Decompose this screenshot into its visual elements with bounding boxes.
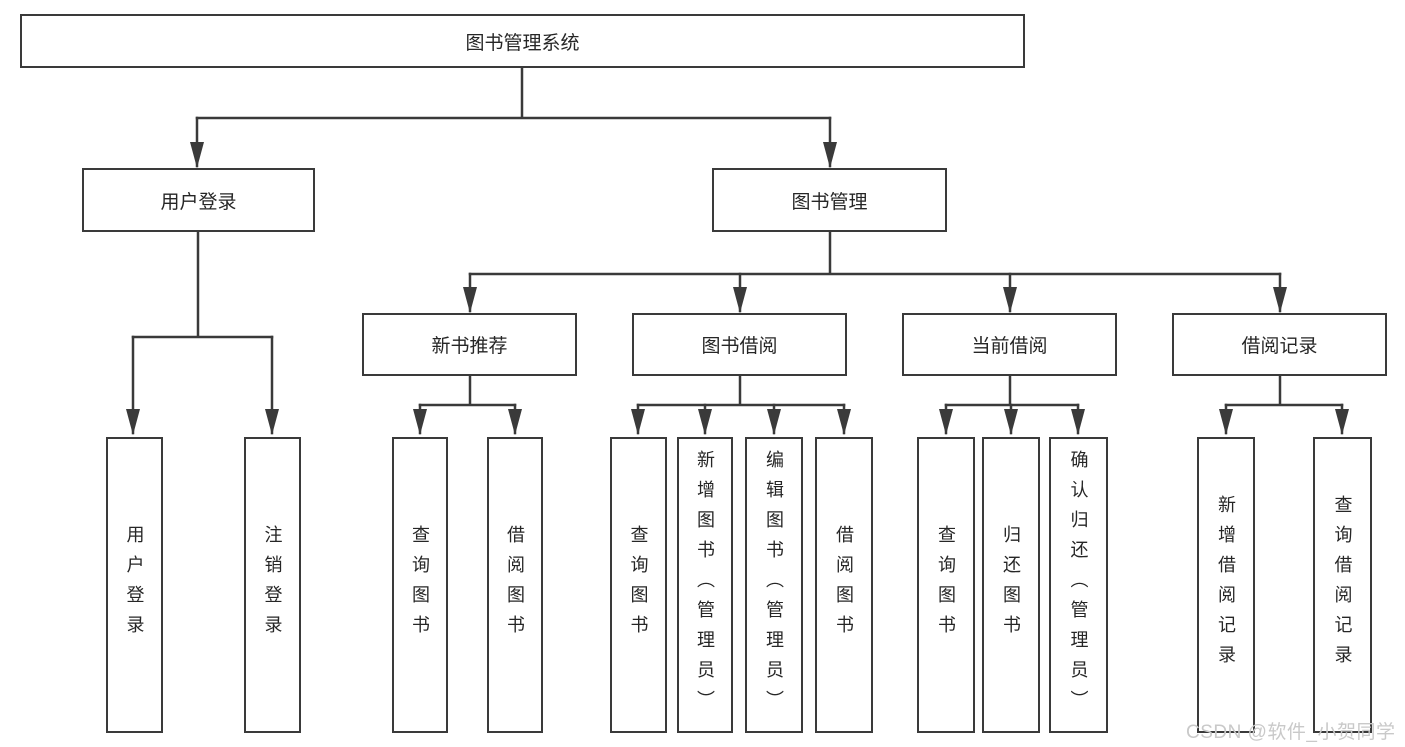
node-leaf-cb-query-books: 查询图书 [917,437,975,733]
node-book-management-module: 图书管理 [712,168,947,232]
node-leaf-logout: 注销登录 [244,437,301,733]
node-root-system: 图书管理系统 [20,14,1025,68]
connector-book-borrow-to-children [631,374,851,435]
node-new-book-recommend: 新书推荐 [362,313,577,376]
node-current-borrow: 当前借阅 [902,313,1117,376]
node-leaf-bb-edit-books-admin: 编辑图书（管理员） [745,437,803,733]
node-leaf-br-add-record: 新增借阅记录 [1197,437,1255,733]
node-leaf-bb-add-books-admin: 新增图书（管理员） [677,437,733,733]
connector-borrow-records-to-children [1219,374,1349,435]
connector-user-login-to-children [126,230,279,435]
connector-book-mgmt-to-level3 [463,230,1287,313]
node-book-borrow: 图书借阅 [632,313,847,376]
node-leaf-br-query-record: 查询借阅记录 [1313,437,1372,733]
node-user-login-module: 用户登录 [82,168,315,232]
node-leaf-rec-query-books: 查询图书 [392,437,448,733]
node-leaf-cb-return-books: 归还图书 [982,437,1040,733]
connector-current-borrow-to-children [939,374,1085,435]
node-leaf-cb-confirm-return-admin: 确认归还（管理员） [1049,437,1108,733]
node-borrow-records: 借阅记录 [1172,313,1387,376]
node-leaf-bb-query-books: 查询图书 [610,437,667,733]
node-leaf-user-login: 用户登录 [106,437,163,733]
csdn-watermark: CSDN @软件_小贺同学 [1186,722,1396,743]
node-leaf-bb-borrow-books: 借阅图书 [815,437,873,733]
connector-root-to-level2 [190,66,837,168]
node-leaf-rec-borrow-books: 借阅图书 [487,437,543,733]
connector-new-book-rec-to-children [413,374,522,435]
